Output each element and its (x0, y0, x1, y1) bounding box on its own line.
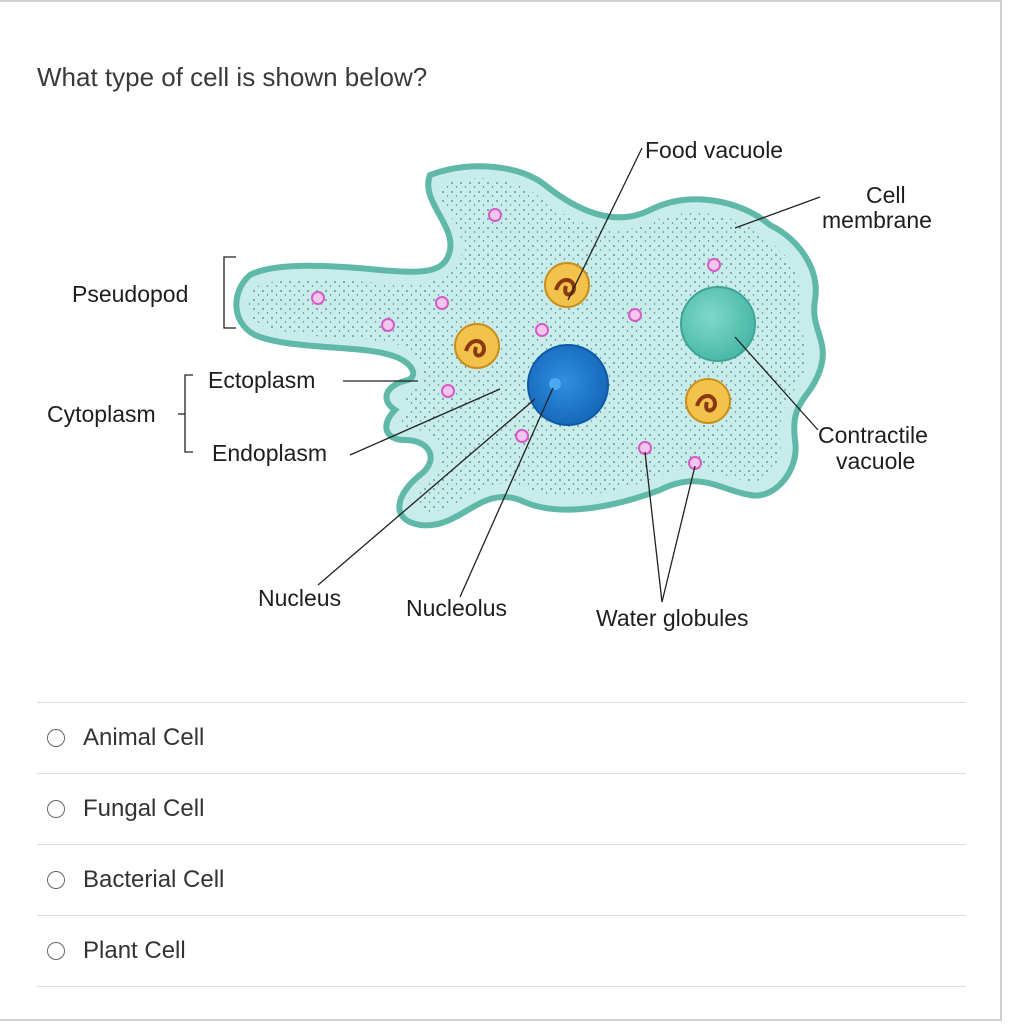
label-ectoplasm: Ectoplasm (208, 367, 315, 393)
label-pseudopod: Pseudopod (72, 281, 188, 307)
radio-button[interactable] (47, 942, 65, 960)
option-label: Animal Cell (83, 724, 205, 751)
food-vacuole (544, 262, 590, 308)
label-food-vacuole: Food vacuole (645, 137, 783, 163)
leader-lines (178, 147, 821, 603)
question-text: What type of cell is shown below? (37, 62, 428, 92)
contractile-vacuole (680, 286, 756, 362)
nucleolus (549, 378, 561, 390)
radio-button[interactable] (47, 729, 65, 747)
option-label: Bacterial Cell (83, 866, 225, 893)
answer-options: Animal Cell Fungal Cell Bacterial Cell P… (37, 702, 966, 987)
label-cell-membrane-2: membrane (822, 207, 932, 233)
nucleus (527, 344, 609, 426)
label-nucleolus: Nucleolus (406, 595, 507, 621)
option-label: Plant Cell (83, 937, 186, 964)
food-vacuole (454, 323, 500, 369)
label-contractile-2: vacuole (836, 448, 915, 474)
option-bacterial-cell[interactable]: Bacterial Cell (37, 844, 966, 915)
label-cytoplasm: Cytoplasm (47, 401, 156, 427)
radio-button[interactable] (47, 871, 65, 889)
option-plant-cell[interactable]: Plant Cell (37, 915, 966, 987)
food-vacuole (685, 378, 731, 424)
label-cell-membrane-1: Cell (866, 182, 906, 208)
radio-button[interactable] (47, 800, 65, 818)
label-water-globules: Water globules (596, 605, 749, 631)
label-nucleus: Nucleus (258, 585, 341, 611)
option-label: Fungal Cell (83, 795, 205, 822)
endoplasm-region (248, 178, 807, 512)
amoeba-diagram: Pseudopod Cytoplasm Ectoplasm Endoplasm … (47, 137, 932, 631)
label-endoplasm: Endoplasm (212, 440, 327, 466)
label-contractile-1: Contractile (818, 422, 928, 448)
option-animal-cell[interactable]: Animal Cell (37, 702, 966, 773)
option-fungal-cell[interactable]: Fungal Cell (37, 773, 966, 844)
